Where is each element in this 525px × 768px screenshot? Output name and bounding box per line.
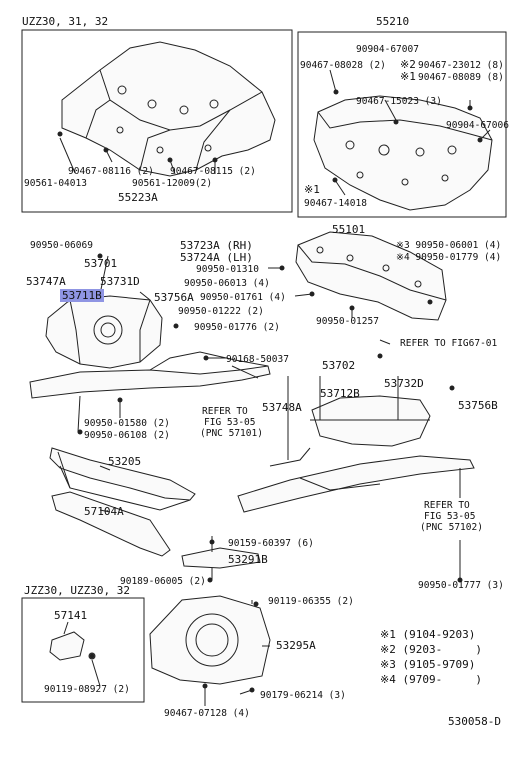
refer-fig-53-05-b-line2[interactable]: FIG 53-05 <box>424 511 476 522</box>
refer-fig-53-05-a-line3[interactable]: (PNC 57101) <box>200 428 263 439</box>
inset-title-55210: 55210 <box>376 15 410 28</box>
part-label-90179-06214[interactable]: 90179-06214 (3) <box>260 690 346 701</box>
part-label-53711B[interactable]: 53711B <box>60 289 104 302</box>
legend-mark: ※1 <box>380 628 396 641</box>
part-label-90950-01776[interactable]: 90950-01776 (2) <box>194 322 280 333</box>
part-label-57141[interactable]: 57141 <box>54 609 88 622</box>
bracket-53291B <box>181 547 261 569</box>
apron-53702 <box>311 395 431 447</box>
part-label-53702[interactable]: 53702 <box>322 359 356 372</box>
bracket-57141 <box>49 631 85 661</box>
splash-shield-53295A <box>149 595 271 685</box>
part-label-90950-01222[interactable]: 90950-01222 (2) <box>178 306 264 317</box>
legend-range: (9709- ) <box>402 673 482 686</box>
part-label-90119-06355[interactable]: 90119-06355 (2) <box>268 596 354 607</box>
part-label-90904-67007[interactable]: 90904-67007 <box>356 44 419 55</box>
part-label-90950-01580[interactable]: 90950-01580 (2) <box>84 418 170 429</box>
part-label-90168-50037[interactable]: 90168-50037 <box>226 354 289 365</box>
legend-mark: ※2 <box>380 643 396 656</box>
part-label-90561-12009[interactable]: 90561-12009(2) <box>132 178 213 189</box>
mark-1b-label: ※1 <box>304 183 320 196</box>
part-label-53756A[interactable]: 53756A <box>154 291 194 304</box>
part-label-90950-06013[interactable]: 90950-06013 (4) <box>184 278 270 289</box>
dash-panel-55210 <box>313 95 493 211</box>
part-label-53723A[interactable]: 53723A (RH) <box>180 239 253 252</box>
part-label-90950-06069[interactable]: 90950-06069 <box>30 240 93 251</box>
part-label-90467-23012[interactable]: 90467-23012 (8) <box>418 60 504 71</box>
part-label-53295A[interactable]: 53295A <box>276 639 316 652</box>
refer-fig-53-05-a-line2[interactable]: FIG 53-05 <box>204 417 256 428</box>
legend-row-2: ※2 (9203- ) <box>380 643 482 656</box>
part-label-90467-08089[interactable]: 90467-08089 (8) <box>418 72 504 83</box>
part-label-90950-01761[interactable]: 90950-01761 (4) <box>200 292 286 303</box>
legend-mark: ※3 <box>380 658 396 671</box>
legend-row-4: ※4 (9709- ) <box>380 673 482 686</box>
part-label-53731D[interactable]: 53731D <box>100 275 140 288</box>
front-side-member-right <box>237 455 475 513</box>
inset-title-jzz30: JZZ30, UZZ30, 32 <box>24 584 130 597</box>
part-label-90467-08115[interactable]: 90467-08115 (2) <box>170 166 256 177</box>
refer-fig-53-05-b-line3[interactable]: (PNC 57102) <box>420 522 483 533</box>
inset-title-uzz30: UZZ30, 31, 32 <box>22 15 109 28</box>
part-label-90950-01257[interactable]: 90950-01257 <box>316 316 379 327</box>
part-label-90950-06001[interactable]: ※3 90950-06001 (4) <box>396 240 502 251</box>
figure-code: 530058-D <box>448 715 501 728</box>
front-side-member-left <box>29 365 271 399</box>
part-label-55223A[interactable]: 55223A <box>118 191 158 204</box>
inset-box-top-left <box>21 29 293 213</box>
inset-box-top-right <box>297 31 507 218</box>
apron-53701 <box>45 295 163 369</box>
legend-range: (9203- ) <box>402 643 482 656</box>
part-label-53756B[interactable]: 53756B <box>458 399 498 412</box>
part-label-90467-15023[interactable]: 90467-15023 (3) <box>356 96 442 107</box>
legend-row-1: ※1 (9104-9203) <box>380 628 475 641</box>
part-label-53291B[interactable]: 53291B <box>228 553 268 566</box>
part-label-90467-08116[interactable]: 90467-08116 (2) <box>68 166 154 177</box>
radiator-support-53205 <box>49 447 196 501</box>
part-label-90950-06108[interactable]: 90950-06108 (2) <box>84 430 170 441</box>
refer-fig-67-01[interactable]: REFER TO FIG67-01 <box>400 338 498 349</box>
part-label-55101[interactable]: 55101 <box>332 223 366 236</box>
part-label-90189-06005[interactable]: 90189-06005 (2) <box>120 576 206 587</box>
mark-1a-label: ※1 <box>400 70 416 83</box>
dash-panel-55101 <box>295 231 447 321</box>
part-label-53732D[interactable]: 53732D <box>384 377 424 390</box>
part-label-57104A[interactable]: 57104A <box>84 505 124 518</box>
legend-range: (9104-9203) <box>402 628 476 641</box>
part-label-90119-08927[interactable]: 90119-08927 (2) <box>44 684 130 695</box>
part-label-53747A[interactable]: 53747A <box>26 275 66 288</box>
refer-fig-53-05-b-line1[interactable]: REFER TO <box>424 500 470 511</box>
mark-2-label: ※2 <box>400 58 416 71</box>
part-label-90467-08028[interactable]: 90467-08028 (2) <box>300 60 386 71</box>
part-label-53701[interactable]: 53701 <box>84 257 118 270</box>
part-label-90561-04013[interactable]: 90561-04013 <box>24 178 87 189</box>
part-label-90950-01779[interactable]: ※4 90950-01779 (4) <box>396 252 502 263</box>
part-label-53724A[interactable]: 53724A (LH) <box>180 251 253 264</box>
part-label-90904-67006[interactable]: 90904-67006 <box>446 120 509 131</box>
inset-box-bottom-left <box>21 597 145 703</box>
refer-fig-53-05-a-line1[interactable]: REFER TO <box>202 406 248 417</box>
legend-range: (9105-9709) <box>402 658 476 671</box>
part-label-53748A[interactable]: 53748A <box>262 401 302 414</box>
part-label-53712B[interactable]: 53712B <box>320 387 360 400</box>
part-label-90159-60397[interactable]: 90159-60397 (6) <box>228 538 314 549</box>
part-label-90950-01310[interactable]: 90950-01310 <box>196 264 259 275</box>
part-label-90467-07128[interactable]: 90467-07128 (4) <box>164 708 250 719</box>
part-label-90467-14018[interactable]: 90467-14018 <box>304 198 367 209</box>
legend-row-3: ※3 (9105-9709) <box>380 658 475 671</box>
lower-support-57104A <box>51 491 171 557</box>
part-label-90950-01777[interactable]: 90950-01777 (3) <box>418 580 504 591</box>
legend-mark: ※4 <box>380 673 396 686</box>
cowl-panel-55223A <box>61 41 276 177</box>
part-label-53205[interactable]: 53205 <box>108 455 142 468</box>
